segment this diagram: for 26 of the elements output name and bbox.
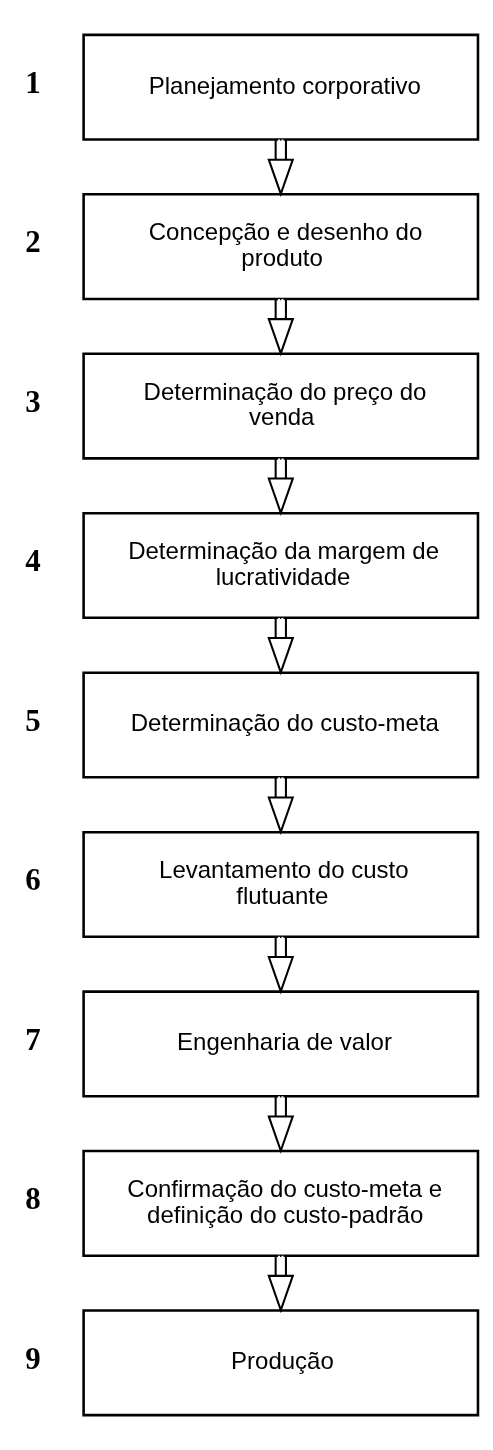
arrow [267, 617, 295, 676]
node-box: Determinação da margem de lucratividade [82, 511, 480, 620]
node-label: 3 [25, 384, 41, 419]
node-box: Confirmação do custo-meta e definição do custo-padrão [82, 1149, 480, 1257]
node-box: Levantamento do custo flutuante [82, 830, 480, 939]
arrow [267, 1255, 295, 1314]
node-box: Concepção e desenho do produto [82, 193, 480, 301]
node-box: Produção [82, 1309, 480, 1417]
arrow [267, 936, 295, 995]
arrow [267, 458, 295, 516]
node-box: Determinação do preço do venda [82, 352, 480, 460]
node-box: Engenharia de valor [82, 990, 480, 1098]
node-label: 5 [25, 703, 41, 738]
node-label: 9 [25, 1341, 41, 1376]
node-box: Planejamento corporativo [82, 33, 480, 141]
node-label: 6 [25, 863, 41, 898]
arrow [267, 139, 295, 198]
arrow [267, 299, 295, 357]
arrow [267, 777, 295, 835]
node-box: Determinação do custo-meta [82, 671, 480, 779]
node-label: 7 [25, 1022, 41, 1057]
node-label: 2 [25, 225, 41, 260]
node-label: 8 [25, 1182, 41, 1217]
node-label: 4 [25, 544, 41, 579]
node-label: 1 [25, 65, 41, 100]
arrow [267, 1096, 295, 1154]
